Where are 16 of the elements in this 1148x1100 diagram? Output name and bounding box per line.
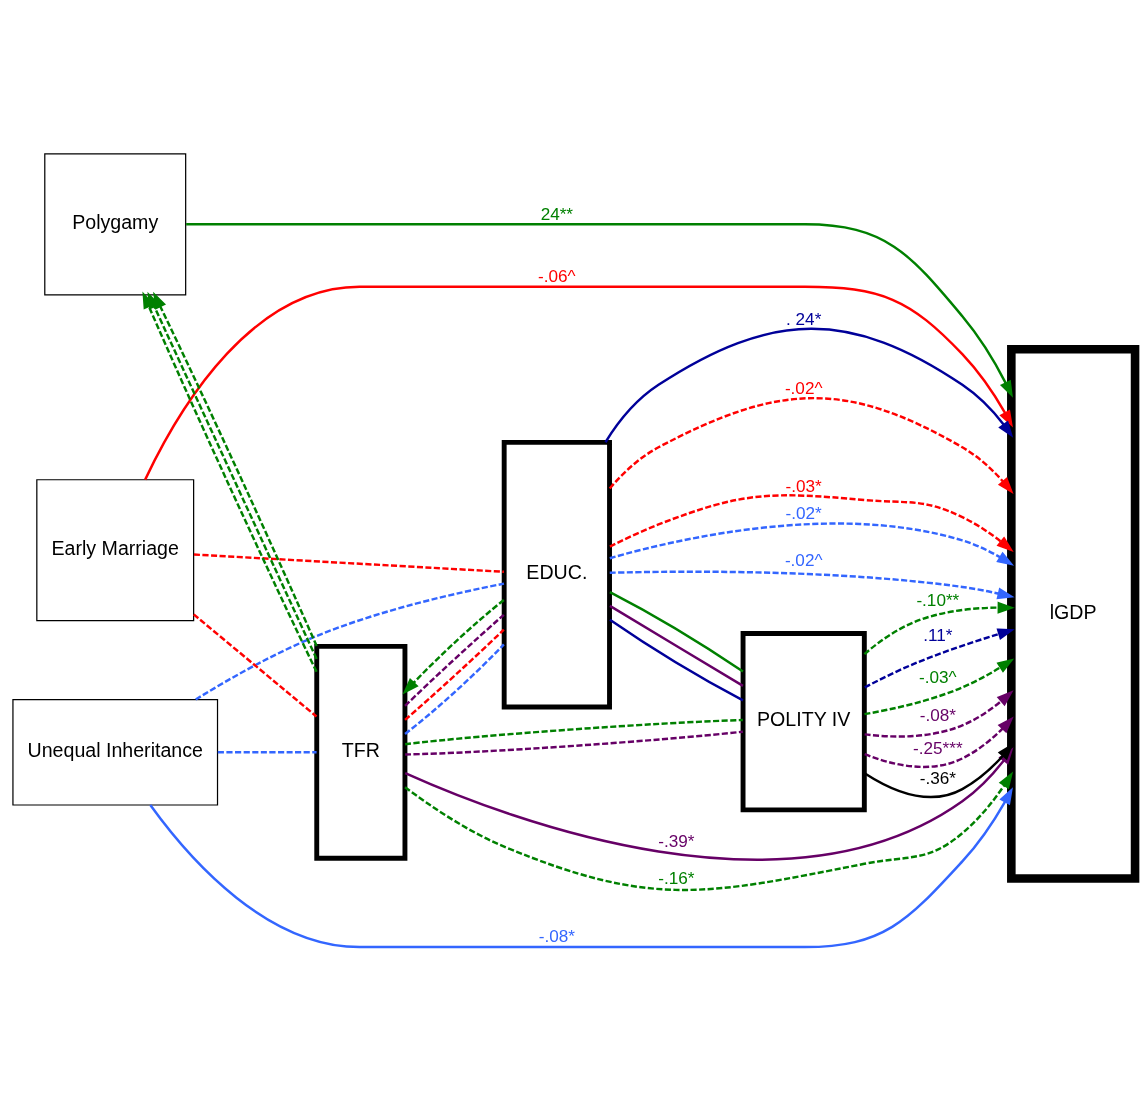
edge-label: -.10** (916, 589, 960, 610)
edge-label: -.08* (919, 704, 956, 725)
edge-label: -.08* (538, 925, 575, 946)
edge-label: -.02^ (784, 549, 823, 570)
edge-label: -.02^ (784, 377, 823, 398)
edge-label: -.36* (919, 767, 956, 788)
edge-label: -.25*** (913, 737, 963, 758)
edge-label: 24** (540, 203, 574, 224)
edge-label: .11* (923, 624, 953, 645)
edge-label: -.02* (785, 502, 822, 523)
edge-label: -.03^ (919, 666, 957, 687)
edge-label: -.39* (658, 830, 695, 851)
edge-label: -.16* (658, 867, 695, 888)
edge-label: -.06^ (538, 265, 576, 286)
edge-label: . 24* (786, 308, 822, 329)
edge-label: -.03* (785, 475, 822, 496)
